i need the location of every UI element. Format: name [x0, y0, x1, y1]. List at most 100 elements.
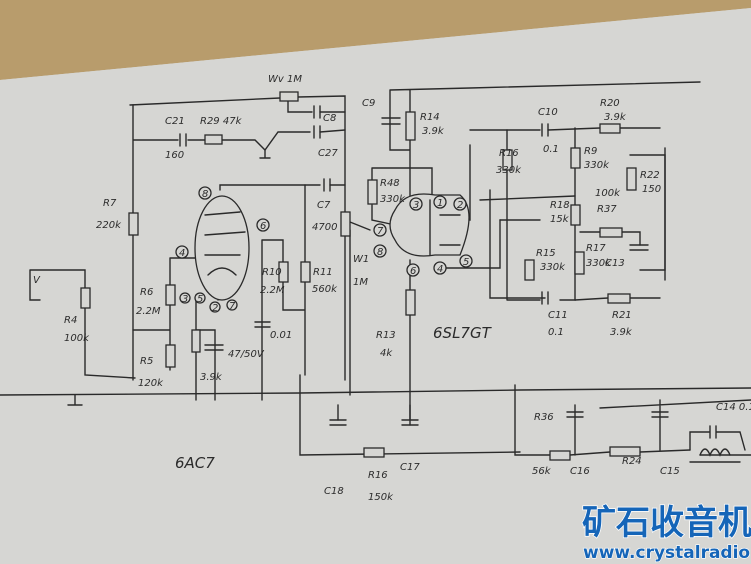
- resistor-r36: [549, 450, 571, 461]
- svg-text:3: 3: [413, 200, 419, 211]
- capacitors-left: [204, 178, 331, 351]
- resistor-r16: [502, 149, 513, 171]
- svg-text:0.01: 0.01: [270, 330, 292, 341]
- svg-text:V: V: [33, 275, 41, 286]
- resistor-r13: [405, 289, 416, 316]
- svg-text:3.9k: 3.9k: [200, 372, 223, 383]
- resistor-r20: [599, 123, 621, 134]
- svg-text:R24: R24: [622, 456, 642, 467]
- svg-text:C17: C17: [400, 462, 420, 473]
- resistor-r10: [278, 261, 289, 283]
- tube-label-6ac7: 6AC7: [175, 454, 215, 472]
- svg-text:C10: C10: [538, 107, 558, 118]
- svg-text:1M: 1M: [353, 277, 368, 288]
- svg-text:5: 5: [197, 294, 203, 305]
- svg-text:2.2M: 2.2M: [260, 285, 285, 296]
- potentiometer-w1: [340, 211, 351, 237]
- svg-text:C15: C15: [660, 466, 680, 477]
- svg-text:R5: R5: [140, 356, 153, 367]
- components: [80, 91, 746, 463]
- svg-text:4700: 4700: [312, 222, 337, 233]
- resistor-r17: [574, 251, 585, 275]
- svg-text:330k: 330k: [496, 165, 522, 176]
- resistor-r5: [165, 344, 176, 368]
- resistor-r11: [300, 261, 311, 283]
- svg-text:3.9k: 3.9k: [604, 112, 627, 123]
- resistor-r16b: [363, 447, 385, 458]
- svg-text:C16: C16: [570, 466, 590, 477]
- svg-text:C8: C8: [323, 113, 336, 124]
- svg-text:R48: R48: [380, 178, 400, 189]
- svg-text:100k: 100k: [64, 333, 90, 344]
- svg-text:4: 4: [437, 264, 443, 275]
- svg-text:7: 7: [229, 301, 236, 312]
- tube-label-6sl7gt: 6SL7GT: [433, 324, 493, 342]
- tube-6ac7: [194, 195, 250, 301]
- resistor-r15: [524, 259, 535, 281]
- svg-text:R20: R20: [600, 98, 620, 109]
- svg-text:4: 4: [179, 248, 185, 259]
- svg-text:C7: C7: [317, 200, 331, 211]
- watermark-title: 矿石收音机: [582, 503, 751, 543]
- svg-text:R7: R7: [103, 198, 117, 209]
- svg-text:8: 8: [377, 247, 383, 258]
- tube-6ac7-grids: [204, 211, 246, 276]
- resistor-r7: [128, 212, 139, 236]
- tube-6sl7gt-elements: [429, 199, 461, 256]
- svg-text:4k: 4k: [380, 348, 393, 359]
- svg-text:Wv 1M: Wv 1M: [268, 74, 302, 85]
- svg-text:1: 1: [437, 198, 443, 209]
- svg-text:6: 6: [260, 221, 266, 232]
- capacitors-right: [381, 117, 649, 305]
- svg-text:7: 7: [377, 226, 384, 237]
- resistor-r37: [599, 227, 623, 238]
- resistor-r9: [570, 147, 581, 169]
- resistor-r18: [570, 204, 581, 226]
- watermark-url: www.crystalradio.cn: [583, 543, 751, 563]
- svg-text:C14 0.1: C14 0.1: [716, 402, 751, 413]
- svg-text:R9: R9: [584, 146, 597, 157]
- resistor-r4: [80, 287, 91, 309]
- svg-text:R17: R17: [586, 243, 606, 254]
- resistor-r21: [607, 293, 631, 304]
- svg-text:3.9k: 3.9k: [610, 327, 633, 338]
- component-labels: Wv 1M C21 160 R29 47k C8 C27 R7 220k R6 …: [33, 74, 751, 503]
- resistor-r24: [609, 446, 641, 457]
- svg-text:3: 3: [182, 294, 188, 305]
- svg-text:5: 5: [463, 257, 469, 268]
- svg-text:C13: C13: [605, 258, 625, 269]
- resistor-r6: [165, 284, 176, 306]
- inductor-c14: [689, 425, 746, 463]
- svg-text:160: 160: [165, 150, 184, 161]
- svg-text:56k: 56k: [532, 466, 552, 477]
- svg-text:R14: R14: [420, 112, 440, 123]
- svg-text:330k: 330k: [584, 160, 610, 171]
- resistor-cathode: [191, 329, 201, 353]
- svg-text:R6: R6: [140, 287, 153, 298]
- svg-text:C9: C9: [362, 98, 375, 109]
- capacitors-top: [179, 105, 321, 147]
- resistor-r22: [626, 167, 637, 191]
- svg-text:330k: 330k: [540, 262, 566, 273]
- svg-text:2.2M: 2.2M: [136, 306, 161, 317]
- svg-text:R36: R36: [534, 412, 554, 423]
- svg-text:R15: R15: [536, 248, 556, 259]
- svg-text:R37: R37: [597, 204, 617, 215]
- resistor-r29: [204, 134, 223, 145]
- capacitors-bottom: [329, 411, 669, 426]
- svg-text:R29 47k: R29 47k: [200, 116, 243, 127]
- svg-text:C27: C27: [318, 148, 338, 159]
- svg-text:8: 8: [202, 189, 208, 200]
- svg-text:C21: C21: [165, 116, 185, 127]
- svg-text:330k: 330k: [586, 258, 612, 269]
- svg-text:R16: R16: [368, 470, 388, 481]
- svg-text:R10: R10: [262, 267, 282, 278]
- resistor-r48: [367, 179, 378, 205]
- svg-text:220k: 220k: [96, 220, 122, 231]
- svg-text:3.9k: 3.9k: [422, 126, 445, 137]
- svg-text:R16: R16: [499, 148, 519, 159]
- wires: [0, 81, 751, 456]
- svg-text:R22: R22: [640, 170, 660, 181]
- svg-text:0.1: 0.1: [548, 327, 564, 338]
